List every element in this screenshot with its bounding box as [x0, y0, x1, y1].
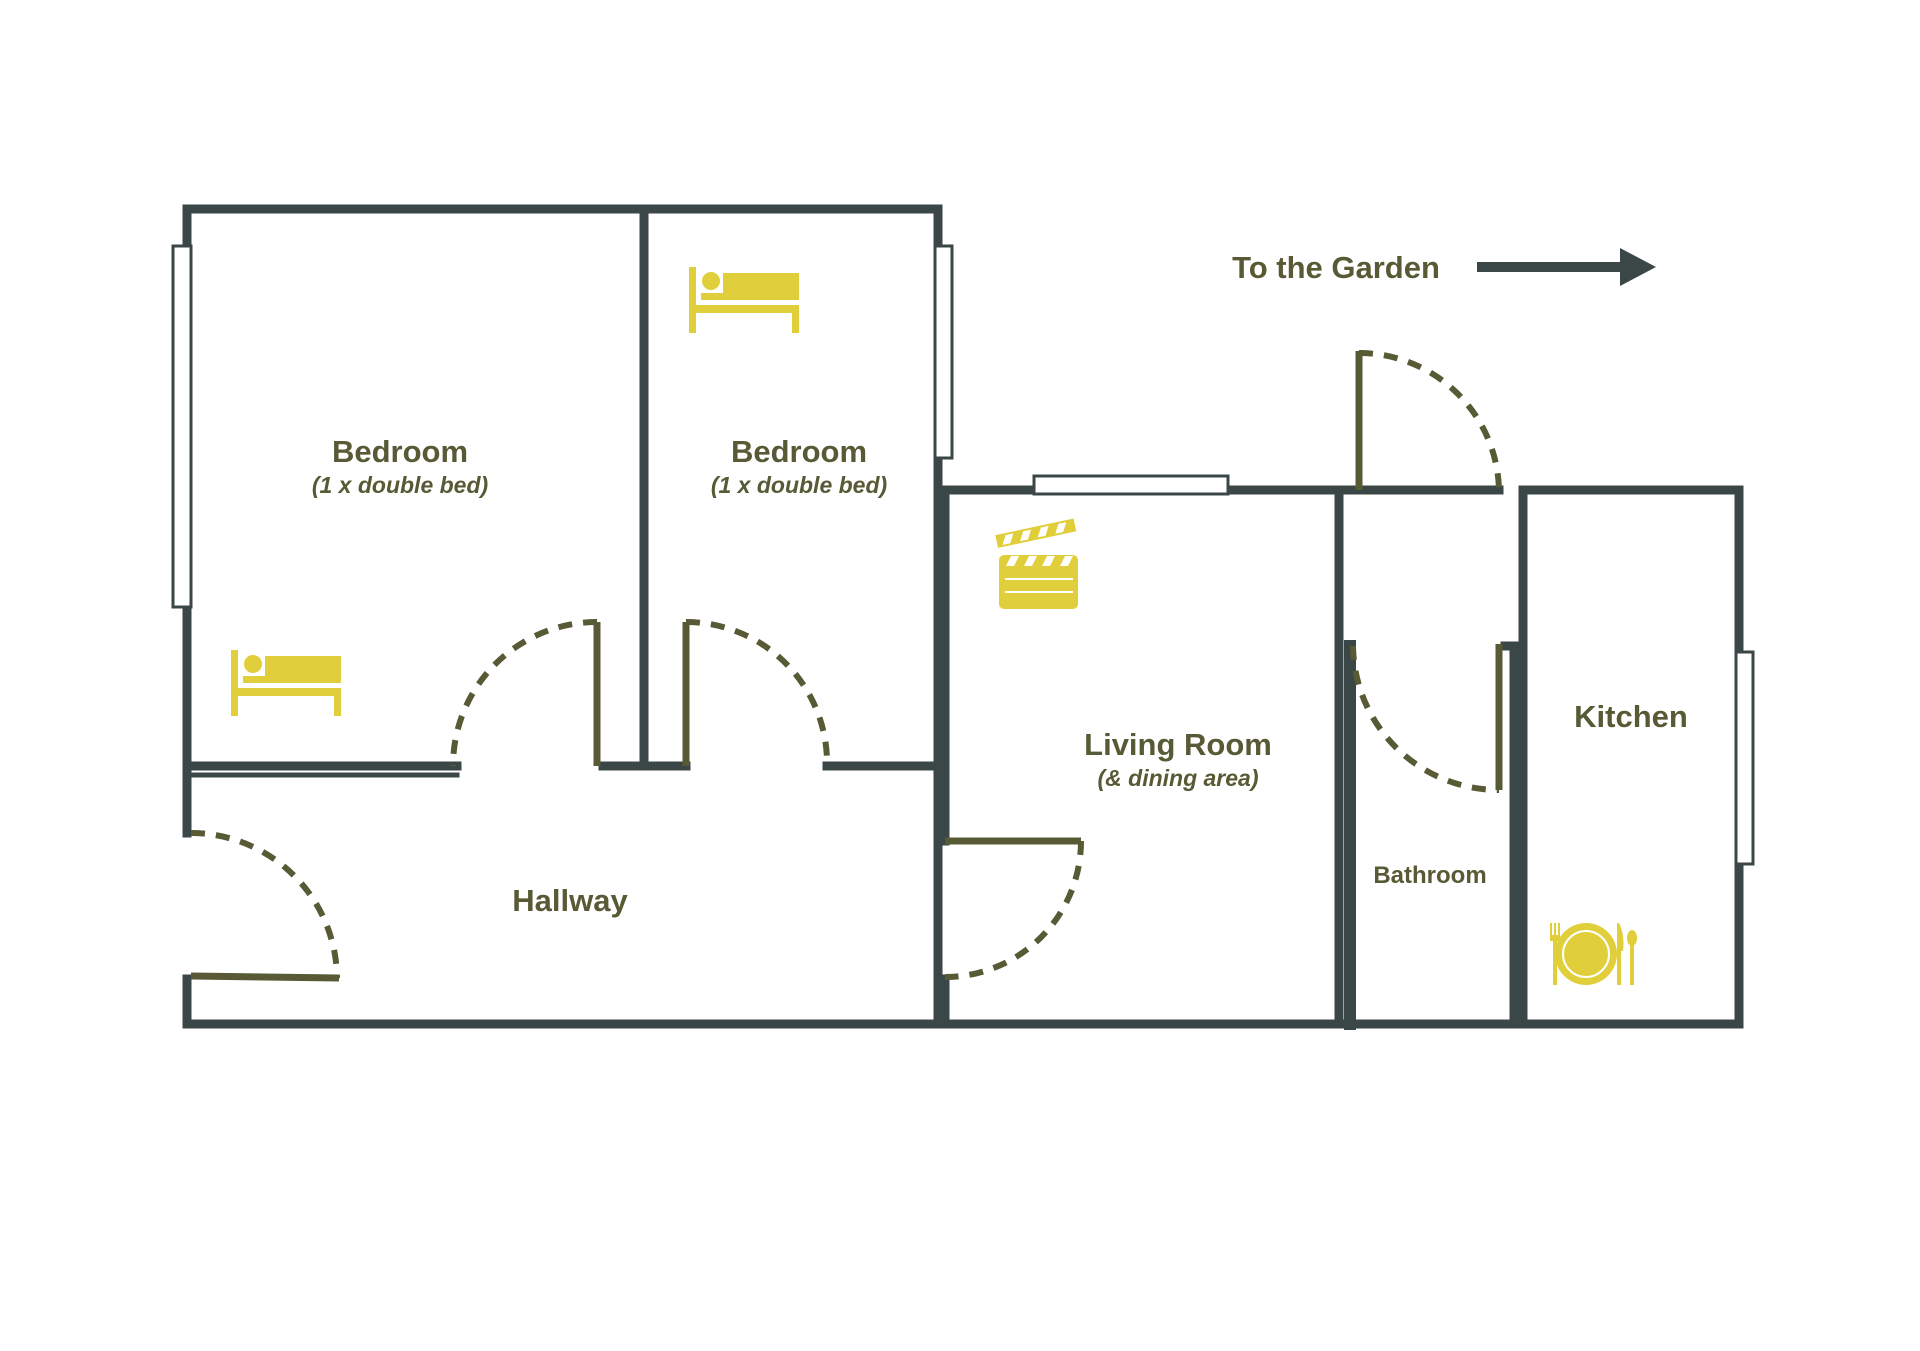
doors	[190, 350, 1503, 982]
door-living[interactable]	[944, 837, 1084, 980]
bed-icon	[689, 267, 799, 333]
bedroom2-note: (1 x double bed)	[711, 472, 887, 498]
walls	[182, 204, 1744, 1030]
bedroom1-note: (1 x double bed)	[312, 472, 488, 498]
bedroom1-label: Bedroom	[332, 434, 468, 469]
kitchen-label: Kitchen	[1574, 699, 1688, 734]
living-room-label: Living Room	[1084, 727, 1272, 762]
hallway-label: Hallway	[512, 883, 628, 918]
clapperboard-icon	[995, 518, 1078, 609]
arrow-right-icon	[1477, 248, 1656, 286]
living-room-note: (& dining area)	[1097, 765, 1258, 791]
bathroom-label: Bathroom	[1373, 862, 1486, 889]
window-kitchen	[1734, 650, 1755, 866]
window-bedroom1	[171, 244, 193, 609]
garden-label: To the Garden	[1232, 250, 1440, 285]
door-bedroom1[interactable]	[450, 619, 601, 767]
plate-cutlery-icon	[1550, 923, 1637, 985]
window-bedroom2	[933, 244, 954, 460]
bedroom2-label: Bedroom	[731, 434, 867, 469]
door-entrance[interactable]	[190, 830, 340, 982]
door-bedroom2[interactable]	[682, 619, 831, 767]
door-bathroom[interactable]	[1350, 644, 1503, 793]
door-garden[interactable]	[1355, 350, 1502, 491]
windows	[171, 244, 1755, 866]
bed-icon	[231, 650, 341, 716]
window-living	[1032, 474, 1230, 496]
